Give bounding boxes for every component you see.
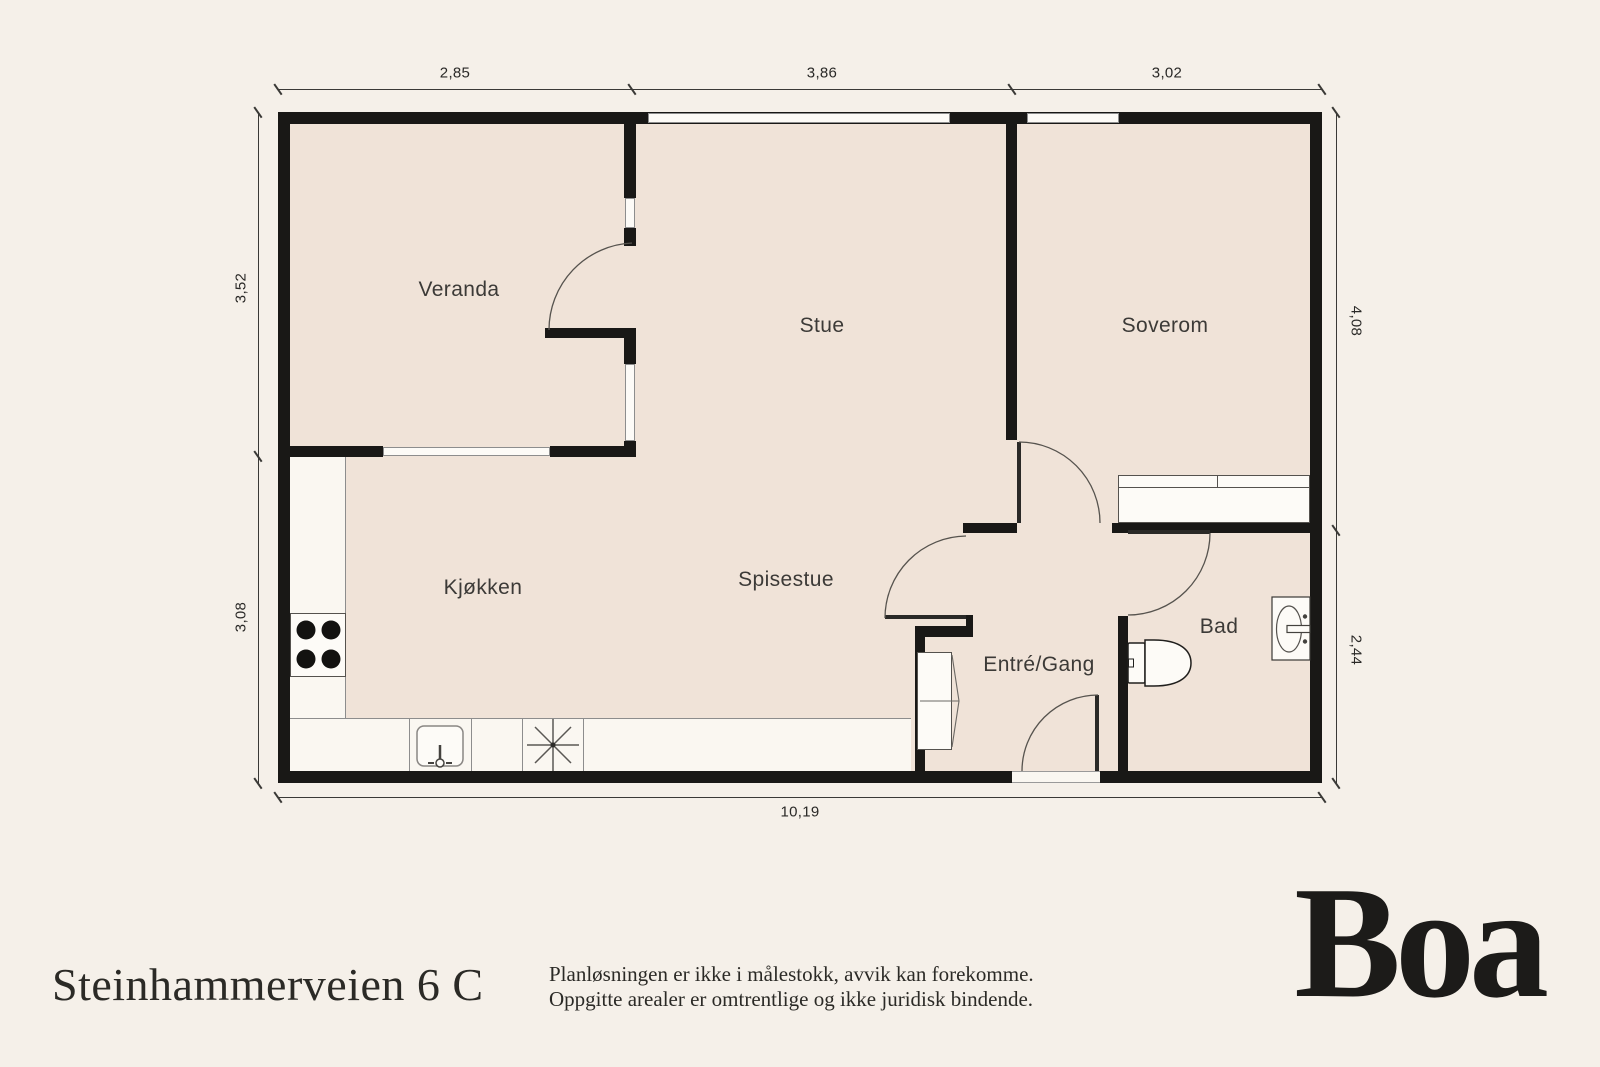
dim-label-right-2: 2,44: [1347, 634, 1365, 666]
veranda-window-lower: [625, 364, 635, 441]
room-label-kjokken: Kjøkken: [443, 576, 523, 599]
stue-window: [648, 113, 950, 123]
disclaimer-line-2: Oppgitte arealer er omtrentlige og ikke …: [549, 987, 1034, 1011]
soverom-wardrobe: [1118, 475, 1310, 523]
veranda-bottom-window: [383, 447, 550, 456]
outer-wall-bottom-left: [278, 771, 1012, 783]
veranda-door-stub: [545, 328, 636, 338]
soverom-wardrobe-divider: [1217, 475, 1218, 488]
dimension-line-top: [278, 89, 1322, 90]
dimension-line-right: [1336, 112, 1337, 783]
veranda-bottom-wall: [290, 446, 383, 457]
counter-divider: [471, 719, 472, 771]
soverom-wardrobe-line: [1118, 487, 1310, 488]
dim-label-bottom: 10,19: [780, 803, 820, 821]
entre-door-post: [966, 615, 973, 628]
entre-wardrobe: [917, 652, 952, 750]
room-label-veranda: Veranda: [418, 278, 500, 301]
room-label-spisestue: Spisestue: [738, 568, 834, 591]
disclaimer-text: Planløsningen er ikke i målestokk, avvik…: [549, 962, 1034, 1012]
dimension-line-left: [258, 112, 259, 783]
outer-wall-bottom-right: [1100, 771, 1322, 783]
dim-label-top-2: 3,86: [806, 64, 838, 82]
boa-logo: Boa: [1294, 853, 1549, 1031]
room-label-bad: Bad: [1199, 615, 1239, 638]
veranda-bottom-wall: [550, 446, 636, 457]
outer-wall-right: [1310, 112, 1322, 783]
address-title: Steinhammerveien 6 C: [52, 959, 484, 1010]
soverom-door-stub: [963, 523, 1017, 533]
room-label-stue: Stue: [799, 314, 845, 337]
dimension-line-bottom: [278, 797, 1322, 798]
entre-wall-horizontal: [915, 626, 973, 637]
entrance-door-leaf: [1095, 695, 1099, 771]
room-label-entre: Entré/Gang: [983, 653, 1095, 676]
bad-entre-wall: [1118, 616, 1128, 771]
counter-divider: [583, 719, 584, 771]
entre-door-leaf: [885, 615, 967, 619]
bad-door-leaf: [1128, 530, 1210, 534]
kitchen-counter-left: [290, 457, 346, 718]
outer-wall-left: [278, 112, 290, 783]
disclaimer-line-1: Planløsningen er ikke i målestokk, avvik…: [549, 962, 1034, 986]
soverom-bottom-wall: [1112, 523, 1310, 533]
soverom-door-leaf: [1017, 442, 1021, 523]
kitchen-counter-bottom: [290, 718, 911, 771]
dim-label-top-3: 3,02: [1151, 64, 1183, 82]
veranda-wall-segment: [624, 124, 636, 198]
soverom-window: [1027, 113, 1119, 123]
veranda-window-upper: [625, 198, 635, 228]
room-label-soverom: Soverom: [1121, 314, 1209, 337]
stove-box: [290, 613, 346, 677]
dim-label-top-1: 2,85: [439, 64, 471, 82]
dim-label-left-1: 3,52: [232, 272, 250, 304]
dim-label-left-2: 3,08: [232, 601, 250, 633]
stue-soverom-wall: [1006, 124, 1017, 440]
entrance-threshold: [1012, 771, 1100, 783]
counter-divider: [522, 719, 523, 771]
veranda-wall-segment: [624, 338, 636, 364]
dim-label-right-1: 4,08: [1347, 305, 1365, 337]
counter-divider: [409, 719, 410, 771]
veranda-wall-segment: [624, 228, 636, 246]
